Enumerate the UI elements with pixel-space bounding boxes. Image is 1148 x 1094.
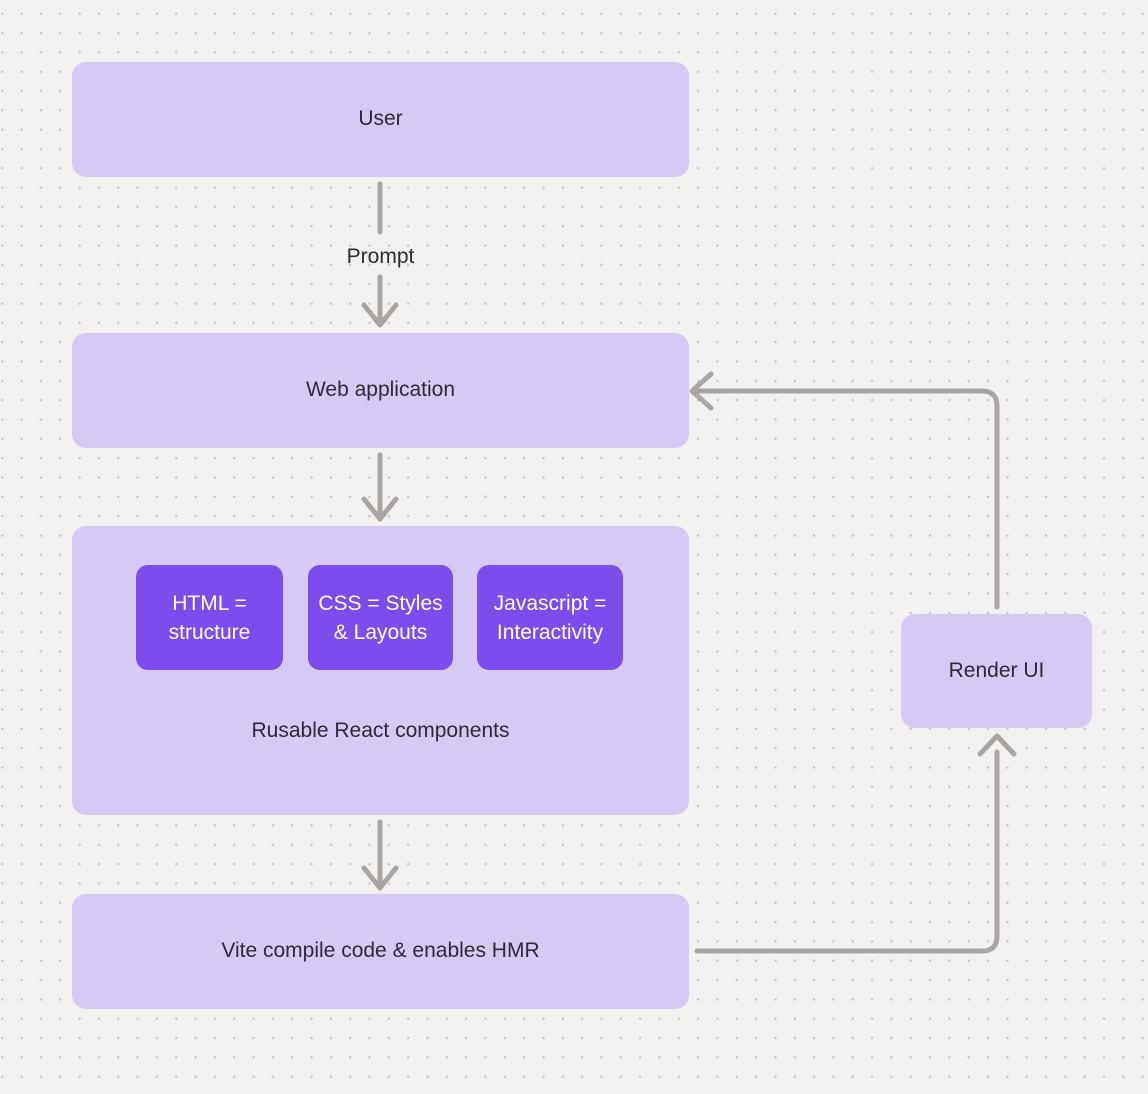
arrow-vite-to-renderui — [694, 733, 1017, 954]
node-user: User — [72, 62, 689, 177]
node-render-ui: Render UI — [901, 614, 1092, 728]
components-group-caption: Rusable React components — [251, 719, 510, 742]
node-vite: Vite compile code & enables HMR — [72, 894, 689, 1009]
arrow-components-to-vite — [361, 819, 399, 891]
node-user-label: User — [358, 107, 403, 131]
chip-javascript: Javascript = Interactivity — [477, 565, 623, 670]
chip-css: CSS = Styles & Layouts — [308, 565, 453, 670]
chip-html: HTML = structure — [136, 565, 283, 670]
node-web-application: Web application — [72, 333, 689, 448]
node-components-group: HTML = structure CSS = Styles & Layouts … — [72, 526, 689, 815]
node-web-application-label: Web application — [305, 378, 456, 402]
node-vite-label: Vite compile code & enables HMR — [221, 939, 540, 963]
arrow-webapp-to-components — [361, 452, 399, 522]
node-render-ui-label: Render UI — [948, 658, 1045, 682]
arrow-renderui-to-webapp — [689, 371, 1000, 610]
edge-label-prompt: Prompt — [346, 245, 415, 268]
